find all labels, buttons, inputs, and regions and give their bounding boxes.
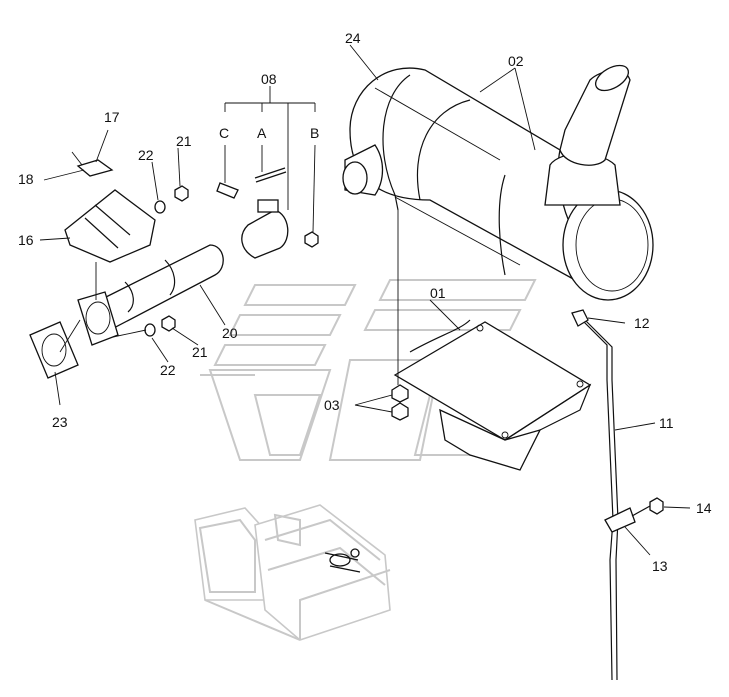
leader-lines bbox=[39, 44, 691, 556]
gasket-23 bbox=[29, 321, 79, 379]
callout-21-bottom: 21 bbox=[192, 344, 208, 360]
washer-nut-top bbox=[154, 185, 189, 214]
clamp-08 bbox=[216, 167, 319, 259]
callout-11: 11 bbox=[659, 415, 674, 431]
nuts-03 bbox=[391, 384, 409, 421]
callout-12: 12 bbox=[634, 315, 650, 331]
bolt-14 bbox=[631, 497, 664, 517]
callout-14: 14 bbox=[696, 500, 712, 516]
callout-20: 20 bbox=[222, 325, 238, 341]
callout-c: C bbox=[219, 125, 229, 141]
callouts: 24 02 08 C A B 17 21 22 18 16 20 01 12 2… bbox=[18, 30, 712, 574]
callout-24: 24 bbox=[345, 30, 361, 46]
exhaust-pipe-20 bbox=[77, 244, 224, 346]
muffler-body bbox=[342, 64, 654, 301]
callout-08: 08 bbox=[261, 71, 277, 87]
callout-23: 23 bbox=[52, 414, 68, 430]
callout-18: 18 bbox=[18, 171, 34, 187]
callout-16: 16 bbox=[18, 232, 34, 248]
clip-13 bbox=[604, 507, 636, 533]
clamp-12 bbox=[571, 309, 589, 327]
heat-shield-16 bbox=[64, 189, 156, 263]
callout-02: 02 bbox=[508, 53, 524, 69]
callout-21-top: 21 bbox=[176, 133, 192, 149]
drain-pipe-11 bbox=[579, 317, 619, 681]
callout-22-bottom: 22 bbox=[160, 362, 176, 378]
callout-b: B bbox=[310, 125, 319, 141]
callout-13: 13 bbox=[652, 558, 668, 574]
callout-03: 03 bbox=[324, 397, 340, 413]
label-plate-17 bbox=[71, 151, 114, 177]
callout-01: 01 bbox=[430, 285, 446, 301]
callout-a: A bbox=[257, 125, 267, 141]
callout-17: 17 bbox=[104, 109, 120, 125]
callout-22-top: 22 bbox=[138, 147, 154, 163]
excavator-location-thumbnail bbox=[194, 504, 391, 641]
mounting-bracket bbox=[393, 319, 592, 471]
washer-nut-bottom bbox=[144, 315, 176, 337]
